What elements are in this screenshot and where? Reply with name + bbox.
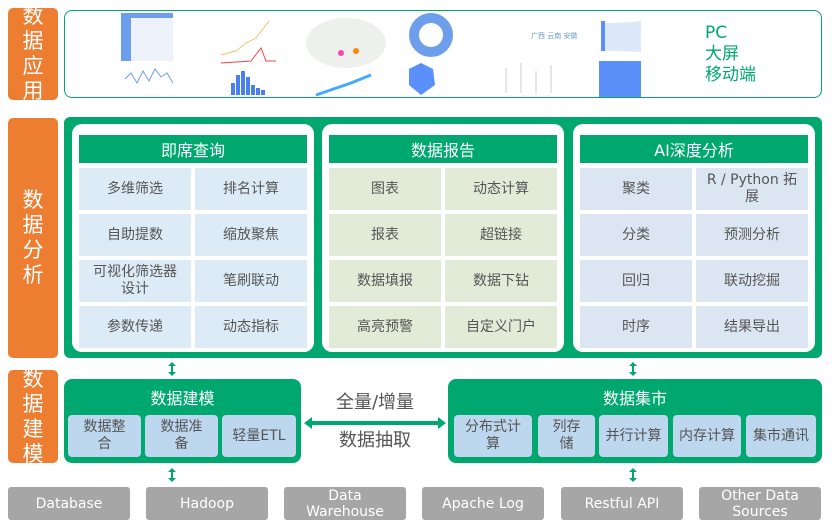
mart-item: 列存储 — [538, 415, 595, 457]
analysis-item: 排名计算 — [195, 168, 307, 210]
analysis-item: 分类 — [580, 214, 692, 256]
line-chart-thumbnail — [124, 68, 174, 85]
analysis-item: 动态指标 — [195, 306, 307, 348]
table-thumbnail — [121, 13, 173, 61]
application-box: 广西 云南 安徽 PC 大屏 移动端 — [64, 10, 822, 98]
analysis-item: 数据下钻 — [445, 260, 557, 302]
updown-arrow-icon — [629, 468, 637, 482]
map-thumbnail — [306, 18, 386, 68]
analysis-item: 超链接 — [445, 214, 557, 256]
chart-thumbnails: 广西 云南 安徽 — [121, 13, 641, 97]
extraction-top-label: 全量/增量 — [335, 392, 415, 413]
analysis-item: 多维筛选 — [79, 168, 191, 210]
updown-arrow-icon — [629, 362, 637, 376]
analysis-item: 数据填报 — [329, 260, 441, 302]
modeling-item: 数据整合 — [68, 415, 141, 457]
modeling-item: 轻量ETL — [222, 415, 296, 457]
data-mart-title: 数据集市 — [602, 389, 667, 408]
data-mart-box: 数据集市 分布式计算 列存储 并行计算 内存计算 集市通讯 — [448, 379, 822, 463]
mart-item: 并行计算 — [599, 415, 668, 457]
extraction-bottom-label: 数据抽取 — [339, 430, 411, 451]
analysis-item: 自助提数 — [79, 214, 191, 256]
modeling-item: 数据准备 — [145, 415, 218, 457]
treemap-thumbnail — [599, 61, 641, 97]
analysis-item: 图表 — [329, 168, 441, 210]
radar-thumbnail — [409, 63, 435, 95]
platform-list: PC 大屏 移动端 — [705, 23, 756, 86]
layer-label-analysis: 数据分析 — [8, 118, 58, 358]
analysis-item: 动态计算 — [445, 168, 557, 210]
modeling-title: 数据建模 — [150, 389, 215, 408]
analysis-item: 缩放聚焦 — [195, 214, 307, 256]
layer-label-application: 数据应用 — [8, 4, 58, 103]
analysis-item: 参数传递 — [79, 306, 191, 348]
updown-arrow-icon — [168, 468, 176, 482]
analysis-item: 笔刷联动 — [195, 260, 307, 302]
sankey-thumbnail — [601, 21, 641, 52]
analysis-item: 报表 — [329, 214, 441, 256]
boxplot-thumbnail — [505, 63, 552, 93]
analysis-item: 自定义门户 — [445, 306, 557, 348]
svg-text:广西 云南 安徽: 广西 云南 安徽 — [531, 31, 577, 40]
mart-item: 内存计算 — [673, 415, 741, 457]
platform-pc: PC — [705, 23, 728, 43]
source-restful-api: Restful API — [561, 487, 683, 520]
analysis-item: 预测分析 — [696, 214, 808, 256]
analysis-item: 回归 — [580, 260, 692, 302]
double-arrow-icon — [304, 417, 446, 429]
analysis-item: 结果导出 — [696, 306, 808, 348]
source-data-warehouse: Data Warehouse — [284, 487, 406, 520]
mart-item: 集市通讯 — [746, 415, 816, 457]
source-apache-log: Apache Log — [422, 487, 544, 520]
analysis-item: 时序 — [580, 306, 692, 348]
donut-thumbnail — [409, 13, 453, 57]
analysis-item: 聚类 — [580, 168, 692, 210]
panel-title: 即席查询 — [79, 135, 307, 163]
panel-title: 数据报告 — [329, 135, 557, 163]
source-other: Other Data Sources — [699, 487, 821, 520]
source-database: Database — [8, 487, 130, 520]
analysis-item: 联动挖掘 — [696, 260, 808, 302]
analysis-item: 高亮预警 — [329, 306, 441, 348]
histogram-thumbnail — [231, 71, 265, 95]
platform-big-screen: 大屏 — [705, 44, 739, 64]
analysis-item: R / Python 拓展 — [696, 168, 808, 210]
mart-item: 分布式计算 — [454, 415, 532, 457]
panel-title: AI深度分析 — [580, 135, 808, 163]
modeling-box: 数据建模 数据整合 数据准备 轻量ETL — [64, 379, 301, 463]
layer-label-modeling: 数据建模 — [8, 367, 58, 466]
word-cloud-thumbnail: 广西 云南 安徽 — [531, 31, 577, 40]
analysis-item: 可视化筛选器设计 — [79, 260, 191, 302]
platform-mobile: 移动端 — [705, 65, 756, 85]
updown-arrow-icon — [168, 362, 176, 376]
source-hadoop: Hadoop — [146, 487, 268, 520]
